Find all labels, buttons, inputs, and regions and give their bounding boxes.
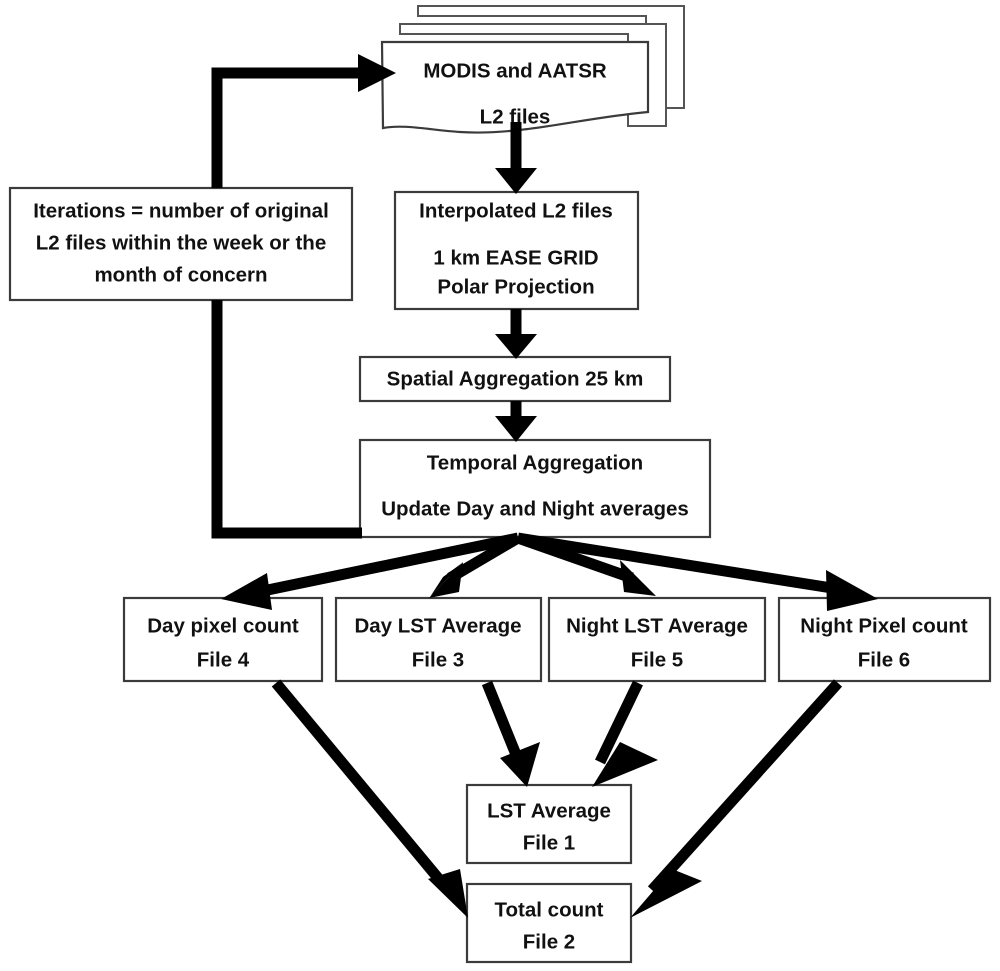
edge-modis-to-interpolated [495, 122, 537, 194]
node-lst-average-rect [465, 783, 633, 865]
node-day-pixel-count[interactable]: Day pixel count File 4 [122, 596, 324, 683]
node-interpolated-l2-files[interactable]: Interpolated L2 files 1 km EASE GRID Pol… [393, 190, 640, 311]
node-temporal-aggregation[interactable]: Temporal Aggregation Update Day and Nigh… [358, 438, 712, 539]
arrowhead-to-interpolated [495, 168, 537, 194]
node-spatial-aggregation[interactable]: Spatial Aggregation 25 km [358, 355, 672, 403]
node-label-interp-line1: Interpolated L2 files [419, 199, 613, 222]
edge-temporal-to-day-pixel-count [221, 532, 520, 610]
node-iterations[interactable]: Iterations = number of original L2 files… [8, 186, 354, 302]
edge-temporal-to-day-lst-average [429, 533, 521, 598]
arrowhead-day-pixel-to-total-count [428, 869, 468, 918]
node-label-modis-line1: MODIS and AATSR [423, 59, 607, 82]
node-day-lst-average-rect [334, 596, 543, 683]
node-label-interp-line2: 1 km EASE GRID [433, 246, 598, 269]
node-label-daylst-line2: File 3 [412, 648, 464, 671]
node-label-totalcount-line1: Total count [495, 898, 604, 921]
edge-night-pixel-to-total-count [630, 679, 843, 918]
node-label-daypix-line1: Day pixel count [147, 614, 299, 637]
node-label-nightpix-line2: File 6 [858, 648, 910, 671]
node-night-pixel-count-rect [777, 596, 992, 683]
node-total-count-rect [465, 882, 633, 964]
node-modis-aatsr-l2-files[interactable]: MODIS and AATSR L2 files [380, 5, 685, 134]
edge-iterations-to-temporal [211, 300, 362, 539]
node-interpolated-rect [393, 190, 640, 311]
node-label-nightlst-line1: Night LST Average [566, 614, 748, 637]
arrowhead-to-day-lst-average-b [429, 562, 463, 598]
arrowhead-to-temporal [495, 416, 537, 442]
arrowhead-day-lst-to-lst-average [500, 742, 540, 787]
document-stack-layer-front [380, 40, 650, 134]
edge-day-pixel-to-total-count [271, 679, 468, 918]
document-stack-layer-mid [399, 23, 667, 127]
node-label-iterations-line2: L2 files within the week or the [36, 231, 326, 254]
node-night-pixel-count[interactable]: Night Pixel count File 6 [777, 596, 992, 683]
node-label-modis-line2: L2 files [480, 105, 551, 128]
arrowhead-night-pixel-to-total-count [630, 869, 702, 918]
arrowhead-night-lst-to-lst-average [592, 742, 658, 787]
node-label-daylst-line1: Day LST Average [354, 614, 521, 637]
arrowhead-to-day-pixel-count [221, 573, 272, 610]
node-label-iterations-line3: month of concern [94, 263, 267, 286]
node-label-iterations-line1: Iterations = number of original [33, 199, 329, 222]
node-night-lst-average[interactable]: Night LST Average File 5 [547, 596, 767, 683]
node-label-spatial-line1: Spatial Aggregation 25 km [387, 367, 644, 390]
node-iterations-rect [8, 186, 354, 302]
arrowhead-to-night-pixel-count [826, 570, 878, 611]
edge-day-lst-to-lst-average [481, 680, 540, 787]
node-total-count[interactable]: Total count File 2 [465, 882, 633, 964]
node-label-temporal-line2: Update Day and Night averages [381, 497, 689, 520]
edge-night-lst-to-lst-average [592, 680, 658, 787]
edge-temporal-to-night-pixel-count [517, 532, 878, 611]
node-label-lstavg-line1: LST Average [487, 799, 611, 822]
node-label-totalcount-line2: File 2 [523, 930, 575, 953]
node-lst-average[interactable]: LST Average File 1 [465, 783, 633, 865]
arrowhead-to-spatial [495, 334, 537, 359]
node-label-lstavg-line2: File 1 [523, 831, 575, 854]
node-label-nightpix-line1: Night Pixel count [800, 614, 968, 637]
arrowhead-to-modis [358, 54, 396, 92]
node-temporal-rect [358, 438, 712, 539]
node-label-nightlst-line2: File 5 [631, 648, 683, 671]
edge-iterations-to-modis [211, 54, 396, 188]
edge-spatial-to-temporal [495, 401, 537, 442]
node-label-daypix-line2: File 4 [197, 648, 250, 671]
edge-interpolated-to-spatial [495, 309, 537, 359]
arrowhead-to-night-lst-average [620, 560, 656, 596]
node-day-lst-average[interactable]: Day LST Average File 3 [334, 596, 543, 683]
node-label-temporal-line1: Temporal Aggregation [427, 451, 643, 474]
node-label-interp-line3: Polar Projection [437, 275, 594, 298]
node-night-lst-average-rect [547, 596, 767, 683]
